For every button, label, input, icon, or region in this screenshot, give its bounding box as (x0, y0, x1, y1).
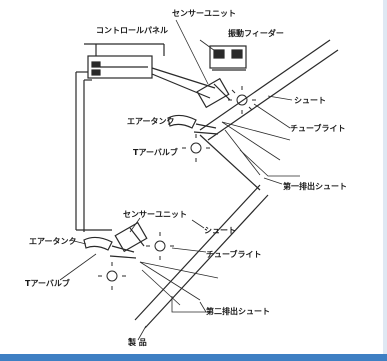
label-tube-light-bottom: チューブライト (206, 250, 262, 259)
label-tube-light-top: チューブライト (290, 124, 346, 133)
label-vibratory-feeder: 振動フィーダー (228, 29, 284, 38)
air-tank-top (167, 114, 219, 135)
label-leaders (59, 19, 293, 341)
label-sensor-unit-bottom: センサーユニット (123, 210, 187, 219)
sensor-unit-bottom (114, 221, 148, 253)
control-panel (84, 43, 165, 79)
frame-edge-bottom (0, 354, 387, 361)
chute-upper-edge-b (207, 49, 339, 141)
label-second-discharge-chute: 第二排出シュート (206, 307, 270, 316)
control-wiring (75, 67, 216, 232)
tube-light-top (182, 86, 256, 162)
frame-edge-right (383, 0, 387, 361)
label-sensor-unit-top: センサーユニット (172, 9, 236, 18)
chute-lower-edge-a (134, 184, 261, 321)
label-t-air-valve-top: Tアーバルブ (133, 148, 178, 157)
chute-connect-a (199, 134, 261, 191)
label-t-air-valve-bottom: Tアーバルブ (25, 279, 70, 288)
label-first-discharge-chute: 第一排出シュート (283, 182, 347, 191)
chute-lower-edge-b (144, 194, 269, 329)
chute-upper-edge-a (199, 39, 331, 131)
label-product: 製 品 (128, 338, 147, 347)
second-discharge-rays (139, 261, 219, 313)
air-tank-bottom (83, 236, 137, 259)
label-air-tank-bottom: エアータンク (29, 237, 77, 246)
label-chute-top: シュート (294, 96, 326, 105)
first-discharge-rays (221, 121, 300, 177)
label-control-panel: コントロールパネル (96, 26, 168, 35)
label-air-tank-top: エアータンク (127, 117, 175, 126)
vibratory-feeder (209, 45, 247, 71)
label-chute-bottom: シュート (204, 226, 236, 235)
sensor-unit-top (196, 77, 231, 109)
tube-light-bottom (98, 232, 174, 290)
